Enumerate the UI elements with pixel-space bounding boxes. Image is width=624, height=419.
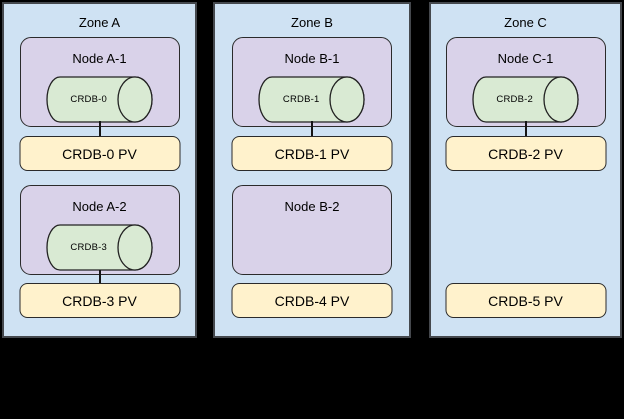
zone-c-container: Zone C Node C-1 CRDB-2 CRDB-2 PV CRDB-5 … xyxy=(429,2,622,338)
crdb-5-pv-box: CRDB-5 PV xyxy=(445,283,606,318)
connector-crdb2-pv xyxy=(524,121,527,138)
crdb-3-pv-box: CRDB-3 PV xyxy=(19,283,180,318)
crdb-2-pv-label: CRDB-2 PV xyxy=(488,145,563,162)
database-cylinder-icon xyxy=(258,76,365,123)
crdb-1-label: CRDB-1 xyxy=(282,94,320,105)
node-a1-box: Node A-1 CRDB-0 xyxy=(19,37,180,127)
zone-b-container: Zone B Node B-1 CRDB-1 CRDB-1 PV Node B-… xyxy=(213,2,411,338)
zone-b-title: Zone B xyxy=(291,15,333,30)
crdb-4-pv-box: CRDB-4 PV xyxy=(231,283,393,318)
database-cylinder-icon xyxy=(45,224,153,271)
node-b2-title: Node B-2 xyxy=(284,199,340,214)
connector-crdb0-pv xyxy=(98,121,101,138)
crdb-2-cylinder: CRDB-2 xyxy=(471,76,580,123)
crdb-5-pv-label: CRDB-5 PV xyxy=(488,292,563,309)
node-c1-title: Node C-1 xyxy=(497,51,554,66)
crdb-0-label: CRDB-0 xyxy=(70,94,107,105)
crdb-0-cylinder: CRDB-0 xyxy=(45,76,154,123)
zone-a-container: Zone A Node A-1 CRDB-0 CRDB-0 PV Node A-… xyxy=(2,2,197,338)
node-b1-title: Node B-1 xyxy=(284,51,340,66)
node-a1-title: Node A-1 xyxy=(72,51,127,66)
node-a2-box: Node A-2 CRDB-3 xyxy=(19,185,180,275)
crdb-0-pv-label: CRDB-0 PV xyxy=(62,145,137,162)
node-c1-box: Node C-1 CRDB-2 xyxy=(445,37,606,127)
database-cylinder-icon xyxy=(45,76,153,123)
crdb-1-pv-box: CRDB-1 PV xyxy=(231,136,393,171)
crdb-2-label: CRDB-2 xyxy=(496,94,533,105)
crdb-3-cylinder: CRDB-3 xyxy=(45,224,154,271)
crdb-2-pv-box: CRDB-2 PV xyxy=(445,136,606,171)
crdb-1-pv-label: CRDB-1 PV xyxy=(274,145,350,162)
crdb-1-cylinder: CRDB-1 xyxy=(258,76,366,123)
zone-a-title: Zone A xyxy=(78,15,121,30)
connector-crdb3-pv xyxy=(98,270,101,285)
crdb-3-pv-label: CRDB-3 PV xyxy=(62,292,137,309)
node-b2-box: Node B-2 xyxy=(232,185,392,275)
connector-crdb1-pv xyxy=(311,121,313,138)
zone-c-title: Zone C xyxy=(504,15,547,30)
node-b1-box: Node B-1 CRDB-1 xyxy=(232,37,392,127)
database-cylinder-icon xyxy=(471,76,579,123)
crdb-4-pv-label: CRDB-4 PV xyxy=(274,292,350,309)
crdb-3-label: CRDB-3 xyxy=(70,242,107,253)
crdb-0-pv-box: CRDB-0 PV xyxy=(19,136,180,171)
node-a2-title: Node A-2 xyxy=(72,199,127,214)
